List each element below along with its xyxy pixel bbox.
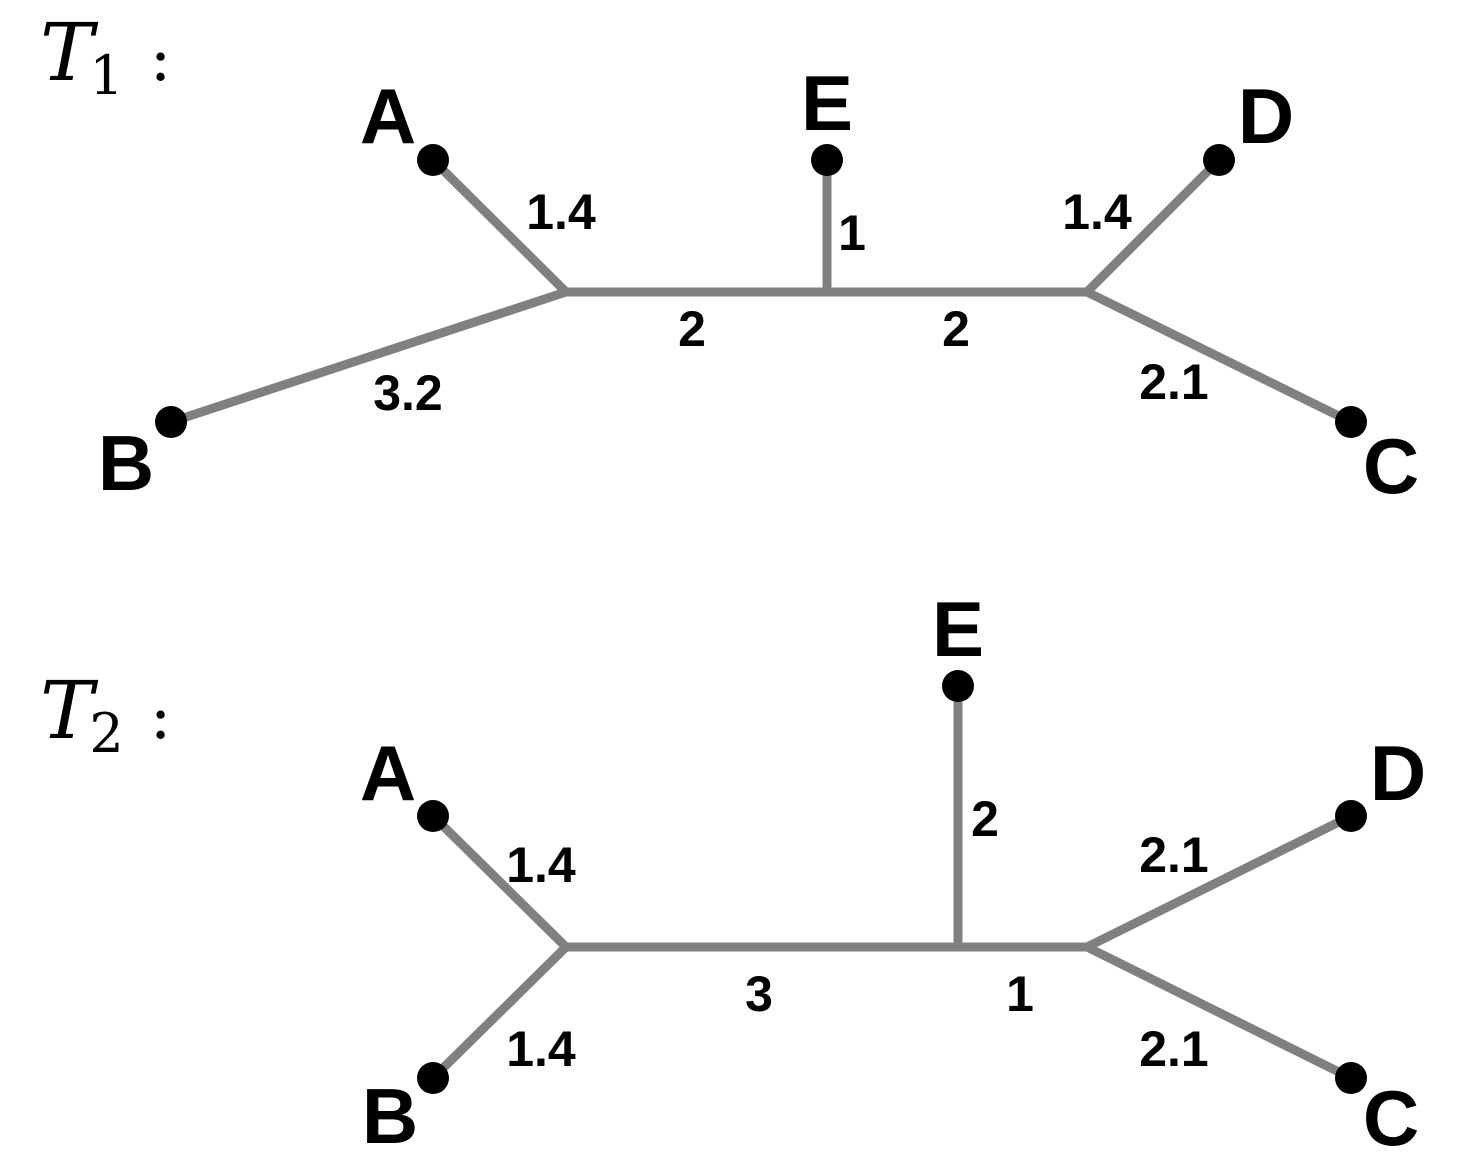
tree-t1-weight-a: 1.4 (526, 184, 596, 240)
tree-t2-leaf-d-node (1335, 800, 1367, 832)
tree-t2-name-letter: T (40, 664, 99, 757)
tree-t1-weight-b: 3.2 (373, 365, 443, 421)
tree-t2-name-subscript: 2 (89, 702, 123, 765)
tree-t1-edge-c (1082, 287, 1356, 427)
tree-t2-weight-d: 2.1 (1139, 827, 1209, 883)
tree-t1-leaf-a-label: A (360, 72, 416, 160)
tree-t2-leaf-b-label: B (362, 1072, 418, 1160)
tree-t2-leaf-b-node (417, 1062, 449, 1094)
tree-t1-leaf-c-label: C (1363, 422, 1419, 510)
tree-t1-leaf-d-label: D (1238, 72, 1294, 160)
tree-t2-weight-a: 1.4 (506, 837, 576, 893)
tree-t1-weight-internal-right: 2 (942, 301, 970, 357)
tree-t1-edge-a (428, 155, 571, 297)
tree-t1-leaf-a-node (417, 144, 449, 176)
tree-t2-leaf-a-node (417, 800, 449, 832)
tree-t2-weight-internal-left: 3 (745, 966, 773, 1022)
tree-t2-name: T2: (40, 664, 171, 765)
tree-t1-leaf-b-node (155, 406, 187, 438)
tree-t1-edge-b (166, 287, 571, 427)
tree-t1-leaf-d-node (1203, 144, 1235, 176)
tree-t1-leaf-c-node (1335, 406, 1367, 438)
tree-t1-name-subscript: 1 (89, 44, 123, 107)
tree-t2-edge-b (428, 942, 571, 1083)
tree-t2-weight-b: 1.4 (506, 1021, 576, 1077)
tree-t2-leaf-c-label: C (1363, 1074, 1419, 1162)
tree-t2-leaf-e-label: E (932, 585, 984, 673)
tree-t1-weight-e: 1 (838, 205, 866, 261)
tree-t2-weight-c: 2.1 (1139, 1021, 1209, 1077)
tree-t2-weight-e: 2 (971, 791, 999, 847)
tree-t1-name: T1: (40, 6, 171, 107)
tree-t1-leaf-e-label: E (801, 59, 853, 147)
tree-t2-leaf-e-node (942, 670, 974, 702)
tree-t1-weight-internal-left: 2 (678, 301, 706, 357)
tree-t1-edge-d (1082, 155, 1224, 297)
tree-t1-weight-d: 1.4 (1062, 184, 1132, 240)
tree-t2-name-colon: : (150, 680, 172, 754)
tree-t2-leaf-a-label: A (360, 729, 416, 817)
tree-t1-leaf-b-label: B (98, 419, 154, 507)
tree-t1: T1: A B E D C 1.4 3.2 1 1.4 2.1 2 2 (40, 6, 1419, 510)
tree-t2-weight-internal-right: 1 (1006, 966, 1034, 1022)
tree-t2-edge-d (1082, 811, 1356, 952)
tree-t1-name-letter: T (40, 6, 99, 99)
tree-t2-edge-c (1082, 942, 1356, 1083)
tree-t2-leaf-d-label: D (1370, 729, 1426, 817)
tree-t1-leaf-e-node (811, 144, 843, 176)
tree-t2-leaf-c-node (1335, 1062, 1367, 1094)
tree-t2-edge-a (428, 811, 571, 952)
tree-t1-name-colon: : (150, 22, 172, 96)
tree-t1-weight-c: 2.1 (1139, 354, 1209, 410)
tree-t2: T2: A B E D C 1.4 1.4 2 2.1 2.1 3 1 (40, 585, 1426, 1162)
